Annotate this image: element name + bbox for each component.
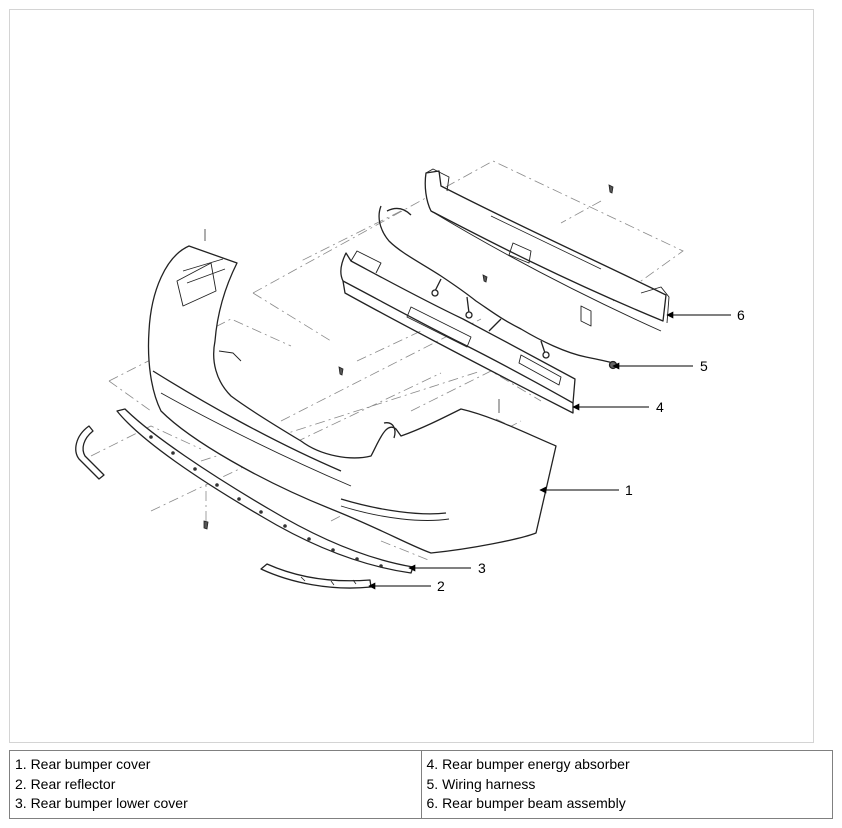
- exploded-view-diagram: 1 2 3 4 5 6: [75, 160, 745, 594]
- legend-column-left: 1. Rear bumper cover 2. Rear reflector 3…: [9, 750, 422, 819]
- callout-1: 1: [625, 482, 633, 498]
- legend-item-2: 2. Rear reflector: [15, 775, 116, 792]
- fasteners: [203, 184, 614, 530]
- callout-2: 2: [437, 578, 445, 594]
- legend-item-5: 5. Wiring harness: [426, 775, 536, 792]
- callout-5: 5: [700, 358, 708, 374]
- side-reflector: [75, 425, 105, 480]
- legend-item-4: 4. Rear bumper energy absorber: [426, 756, 630, 772]
- callout-leaders: [368, 311, 731, 590]
- rear-reflector: [260, 563, 372, 589]
- rear-bumper-energy-absorber: [340, 250, 576, 414]
- rear-bumper-beam-assembly: [424, 168, 670, 332]
- legend-item-6: 6. Rear bumper beam assembly: [426, 795, 626, 811]
- diagram-frame: 1 2 3 4 5 6: [9, 9, 814, 743]
- legend-column-right: 4. Rear bumper energy absorber 5. Wiring…: [420, 750, 833, 819]
- parts-legend-table: 1. Rear bumper cover 2. Rear reflector 3…: [9, 750, 833, 819]
- callout-3: 3: [478, 560, 486, 576]
- legend-item-3: 3. Rear bumper lower cover: [15, 795, 188, 811]
- legend-item-1: 1. Rear bumper cover: [15, 756, 151, 772]
- legend-row: 1. Rear bumper cover 2. Rear reflector 3…: [9, 750, 833, 819]
- callout-4: 4: [656, 399, 664, 415]
- rear-bumper-cover: [147, 245, 557, 554]
- callout-6: 6: [737, 307, 745, 323]
